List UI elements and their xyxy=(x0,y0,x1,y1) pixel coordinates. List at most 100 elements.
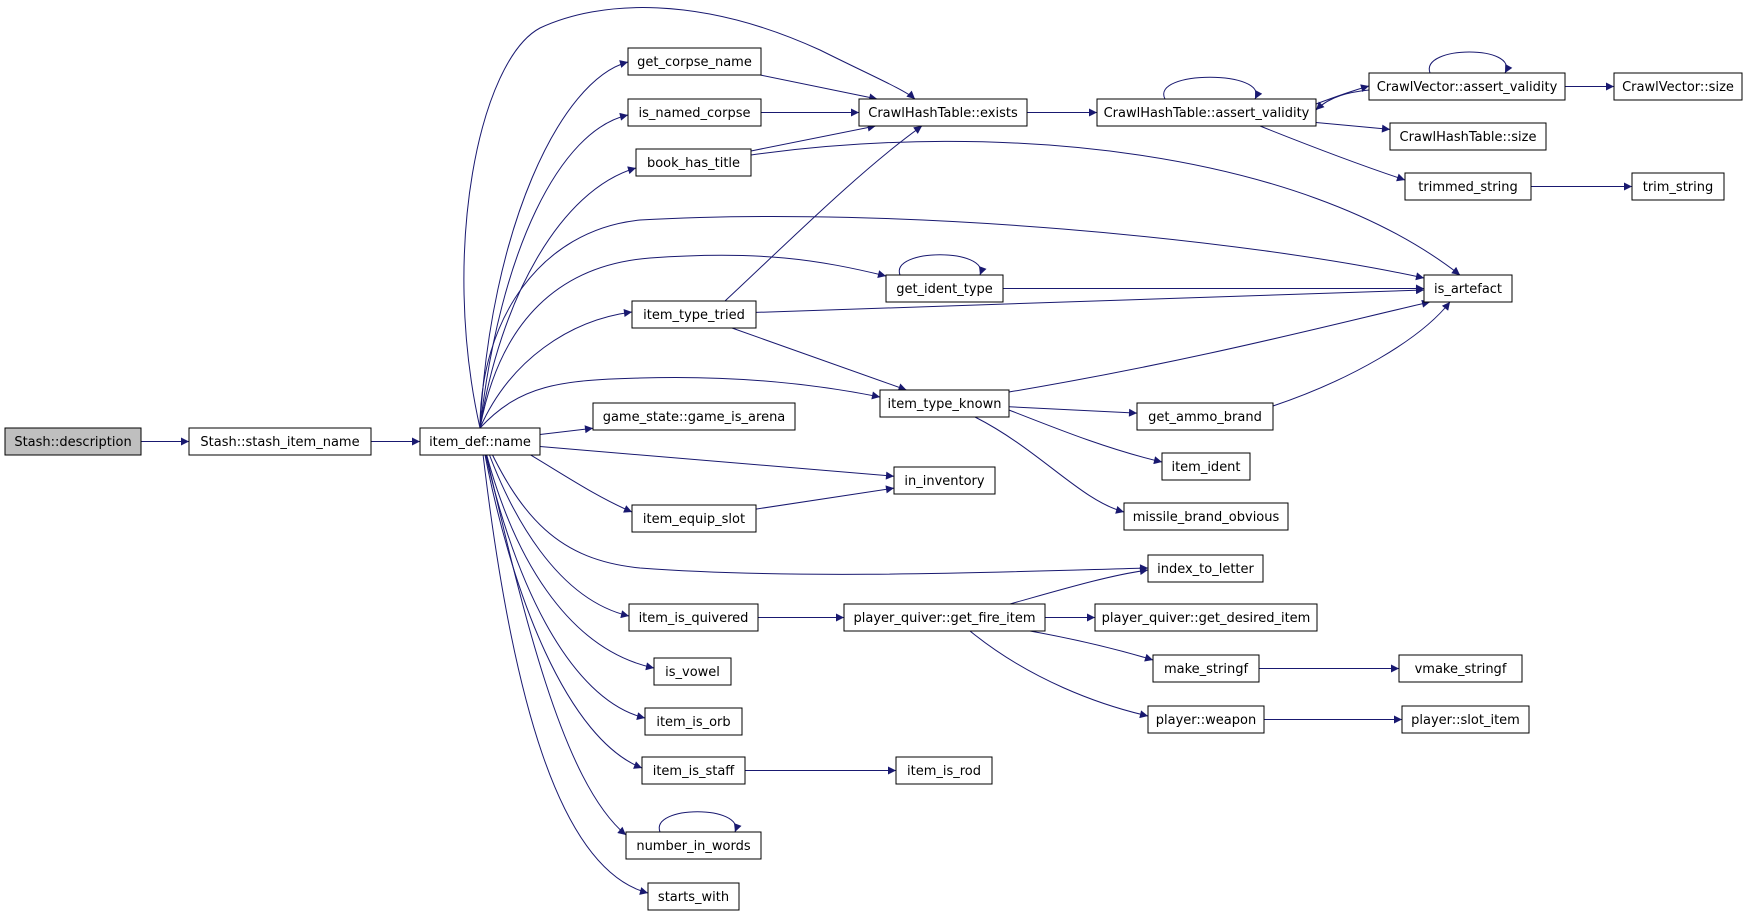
node-box[interactable] xyxy=(1613,72,1743,101)
node-hash-exists[interactable]: CrawlHashTable::exists xyxy=(858,98,1028,127)
node-box[interactable] xyxy=(592,402,796,431)
node-player-weapon[interactable]: player::weapon xyxy=(1147,705,1265,734)
node-trim-string[interactable]: trim_string xyxy=(1631,172,1725,201)
node-box[interactable] xyxy=(4,427,142,456)
edge-item_def_name-to-number_in_words xyxy=(479,427,627,836)
node-box[interactable] xyxy=(653,657,732,686)
node-slot-item[interactable]: player::slot_item xyxy=(1401,705,1530,734)
node-get-ammo-brand[interactable]: get_ammo_brand xyxy=(1136,402,1274,431)
node-get-desired-item[interactable]: player_quiver::get_desired_item xyxy=(1094,603,1318,632)
node-label: get_ammo_brand xyxy=(1148,410,1262,425)
edge-book_has_title-to-is_artefact xyxy=(750,140,1461,276)
node-box[interactable] xyxy=(1404,172,1532,201)
node-box[interactable] xyxy=(885,274,1004,303)
node-vmake-stringf[interactable]: vmake_stringf xyxy=(1398,654,1523,683)
node-get-fire-item[interactable]: player_quiver::get_fire_item xyxy=(843,603,1046,632)
node-box[interactable] xyxy=(1161,452,1251,481)
node-box[interactable] xyxy=(1147,554,1264,583)
node-box[interactable] xyxy=(1094,603,1318,632)
node-box[interactable] xyxy=(1136,402,1274,431)
node-box[interactable] xyxy=(641,756,746,785)
node-box[interactable] xyxy=(1123,502,1289,531)
node-box[interactable] xyxy=(858,98,1028,127)
node-is-vowel[interactable]: is_vowel xyxy=(653,657,732,686)
node-box[interactable] xyxy=(893,466,996,495)
node-box[interactable] xyxy=(631,300,757,329)
node-index-to-letter[interactable]: index_to_letter xyxy=(1147,554,1264,583)
edge-number_in_words-to-number_in_words xyxy=(658,811,742,833)
node-box[interactable] xyxy=(843,603,1046,632)
edge-item_type_tried-to-item_type_known xyxy=(731,327,907,392)
node-box[interactable] xyxy=(1368,72,1566,101)
node-item-is-rod[interactable]: item_is_rod xyxy=(895,756,993,785)
node-label: is_vowel xyxy=(665,665,720,680)
node-box[interactable] xyxy=(1147,705,1265,734)
edge-item_equip_slot-to-in_inventory xyxy=(755,485,895,510)
edge-vector_assert_validity-to-vector_assert_validity xyxy=(1429,51,1513,74)
node-number-in-words[interactable]: number_in_words xyxy=(625,831,762,860)
node-stash-description[interactable]: Stash::description xyxy=(4,427,142,456)
edge-book_has_title-to-hash_exists xyxy=(750,123,876,152)
node-box[interactable] xyxy=(419,427,541,456)
node-hash-assert-validity[interactable]: CrawlHashTable::assert_validity xyxy=(1096,98,1317,127)
node-is-named-corpse[interactable]: is_named_corpse xyxy=(627,98,762,127)
node-get-corpse-name[interactable]: get_corpse_name xyxy=(627,47,762,76)
edge-item_def_name-to-item_is_staff xyxy=(479,427,643,769)
node-label: number_in_words xyxy=(636,839,751,854)
node-box[interactable] xyxy=(644,707,743,736)
node-box[interactable] xyxy=(895,756,993,785)
node-vector-size[interactable]: CrawlVector::size xyxy=(1613,72,1743,101)
node-item-type-known[interactable]: item_type_known xyxy=(879,389,1010,418)
node-in-inventory[interactable]: in_inventory xyxy=(893,466,996,495)
node-box[interactable] xyxy=(631,504,757,533)
node-box[interactable] xyxy=(635,148,752,177)
node-item-ident[interactable]: item_ident xyxy=(1161,452,1251,481)
edge-get_corpse_name-to-hash_exists xyxy=(760,74,878,102)
node-get-ident-type[interactable]: get_ident_type xyxy=(885,274,1004,303)
edge-item_type_known-to-get_ammo_brand xyxy=(1008,406,1138,417)
node-starts-with[interactable]: starts_with xyxy=(647,882,740,911)
edge-item_type_known-to-is_artefact xyxy=(1008,299,1431,393)
node-box[interactable] xyxy=(188,427,372,456)
node-item-is-orb[interactable]: item_is_orb xyxy=(644,707,743,736)
node-box[interactable] xyxy=(1096,98,1317,127)
node-game-is-arena[interactable]: game_state::game_is_arena xyxy=(592,402,796,431)
node-missile-brand-obvious[interactable]: missile_brand_obvious xyxy=(1123,502,1289,531)
node-stash-item-name[interactable]: Stash::stash_item_name xyxy=(188,427,372,456)
node-item-is-staff[interactable]: item_is_staff xyxy=(641,756,746,785)
node-label: trim_string xyxy=(1643,180,1714,195)
node-item-type-tried[interactable]: item_type_tried xyxy=(631,300,757,329)
node-layer: Stash::description Stash::stash_item_name… xyxy=(4,47,1743,911)
node-label: in_inventory xyxy=(904,474,985,489)
node-box[interactable] xyxy=(628,603,759,632)
node-box[interactable] xyxy=(1423,274,1513,303)
node-box[interactable] xyxy=(1401,705,1530,734)
node-box[interactable] xyxy=(1631,172,1725,201)
node-hash-size[interactable]: CrawlHashTable::size xyxy=(1389,122,1547,151)
node-box[interactable] xyxy=(625,831,762,860)
node-item-is-quivered[interactable]: item_is_quivered xyxy=(628,603,759,632)
node-make-stringf[interactable]: make_stringf xyxy=(1152,654,1260,683)
node-box[interactable] xyxy=(879,389,1010,418)
node-item-def-name[interactable]: item_def::name xyxy=(419,427,541,456)
node-trimmed-string[interactable]: trimmed_string xyxy=(1404,172,1532,201)
node-box[interactable] xyxy=(627,98,762,127)
node-is-artefact[interactable]: is_artefact xyxy=(1423,274,1513,303)
node-box[interactable] xyxy=(1389,122,1547,151)
node-label: CrawlVector::assert_validity xyxy=(1377,80,1558,95)
node-item-equip-slot[interactable]: item_equip_slot xyxy=(631,504,757,533)
edge-item_def_name-to-is_vowel xyxy=(479,427,655,671)
node-vector-assert-validity[interactable]: CrawlVector::assert_validity xyxy=(1368,72,1566,101)
node-box[interactable] xyxy=(1398,654,1523,683)
node-box[interactable] xyxy=(1152,654,1260,683)
node-label: get_ident_type xyxy=(896,282,993,297)
node-label: item_type_tried xyxy=(643,308,745,323)
node-box[interactable] xyxy=(627,47,762,76)
node-book-has-title[interactable]: book_has_title xyxy=(635,148,752,177)
edge-item_def_name-to-is_named_corpse xyxy=(479,112,629,429)
node-label: item_equip_slot xyxy=(643,512,745,527)
node-box[interactable] xyxy=(647,882,740,911)
edge-item_def_name-to-book_has_title xyxy=(479,166,637,429)
